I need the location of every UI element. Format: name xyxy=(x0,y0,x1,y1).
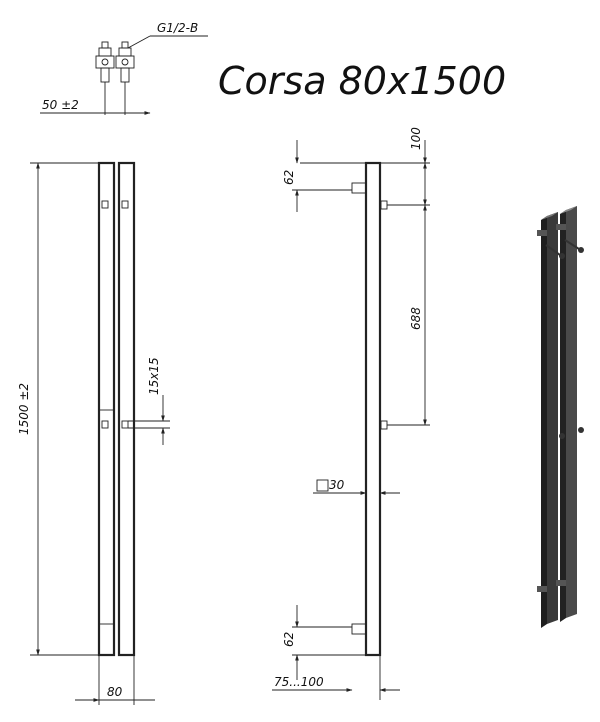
top-offset-label: 100 xyxy=(409,127,423,150)
side-view xyxy=(272,140,430,700)
wall-distance-label: 75...100 xyxy=(274,675,324,689)
profile-label: 30 xyxy=(329,478,345,492)
connection-spacing-label: 50 ±2 xyxy=(42,98,79,112)
front-view xyxy=(30,161,170,705)
height-label: 1500 ±2 xyxy=(17,383,31,435)
bottom-bracket-label: 62 xyxy=(282,632,296,647)
width-label: 80 xyxy=(107,685,123,699)
connection-detail xyxy=(40,35,208,115)
top-bracket-label: 62 xyxy=(282,170,296,185)
product-render xyxy=(537,206,584,628)
bracket-size-label: 15x15 xyxy=(147,357,161,395)
mount-spacing-label: 688 xyxy=(409,307,423,330)
drawing-title: Corsa 80x1500 xyxy=(218,59,506,103)
thread-label: G1/2-B xyxy=(157,21,198,35)
